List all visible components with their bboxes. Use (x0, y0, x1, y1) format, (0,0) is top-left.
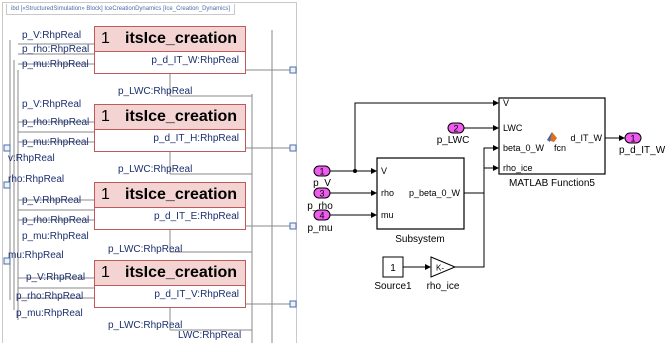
ibd-part-block[interactable]: 1 itsIce_creation p_d_IT_V:RhpReal (94, 260, 246, 308)
fn-port-label: rho_ice (503, 163, 533, 173)
ibd-boundary-port (289, 300, 297, 308)
part-name: itsIce_creation (125, 30, 238, 47)
outport-number: 1 (630, 134, 635, 144)
boundary-label: LWC:RhpReal (178, 330, 242, 341)
ibd-part-block[interactable]: 1 itsIce_creation p_d_IT_H:RhpReal (94, 104, 246, 152)
ibd-boundary-port (3, 257, 11, 265)
gain-block[interactable]: K- rho_ice (427, 256, 460, 292)
inport-number: 4 (319, 211, 324, 221)
part-input-label: p_mu:RhpReal (22, 59, 89, 70)
part-output-label: p_d_IT_H:RhpReal (153, 133, 239, 144)
part-output-label: p_d_IT_V:RhpReal (154, 289, 239, 300)
part-input-label: p_V:RhpReal (22, 195, 82, 206)
part-name: itsIce_creation (125, 264, 238, 281)
inport-name: p_rho (307, 201, 333, 212)
part-header: 1 itsIce_creation (95, 105, 245, 130)
subsystem-block[interactable]: V rho mu p_beta_0_W Subsystem (376, 157, 465, 245)
part-lwc-label: p_LWC:RhpReal (108, 244, 183, 255)
ibd-diagram: ibd [«StructuredSimulation» Block] IceCr… (0, 0, 300, 343)
ibd-connectors (3, 30, 297, 343)
simulink-canvas: 1 p_V 2 p_LWC 3 p_rho 4 p_mu V rho mu p_… (307, 97, 665, 292)
constant-name: Source1 (374, 281, 412, 292)
boundary-label: mu:RhpReal (8, 250, 64, 261)
inport-number: 1 (319, 167, 324, 177)
part-input-label: p_mu:RhpReal (22, 137, 89, 148)
inport-name: p_mu (307, 223, 332, 234)
part-output-label: p_d_IT_E:RhpReal (153, 211, 239, 222)
part-header: 1 itsIce_creation (95, 183, 245, 208)
part-input-label: p_mu:RhpReal (16, 308, 83, 319)
matlab-function-block[interactable]: V LWC beta_0_W rho_ice d_IT_W fcn MATLAB… (498, 97, 606, 189)
ibd-boundary-port (289, 66, 297, 74)
part-input-label: p_V:RhpReal (22, 99, 82, 110)
part-lwc-label: p_LWC:RhpReal (118, 86, 193, 97)
part-multiplicity: 1 (101, 186, 110, 203)
ibd-part-block[interactable]: 1 itsIce_creation p_d_IT_E:RhpReal (94, 182, 246, 230)
part-output-label: p_d_IT_W:RhpReal (151, 55, 239, 66)
inport-name: p_V (313, 178, 331, 189)
part-input-label: p_mu:RhpReal (22, 231, 89, 242)
gain-value: K- (436, 264, 444, 273)
fn-port-label: LWC (503, 123, 523, 133)
boundary-label: v:RhpReal (8, 153, 55, 164)
inport-name: p_LWC (437, 135, 470, 146)
fn-port-label: V (503, 98, 509, 108)
part-multiplicity: 1 (101, 30, 110, 47)
fn-port-label: beta_0_W (503, 143, 545, 153)
matlab-logo-icon (547, 132, 557, 142)
subsystem-port-label: V (381, 166, 387, 176)
part-multiplicity: 1 (101, 264, 110, 281)
constant-value: 1 (390, 263, 396, 274)
part-input-label: p_V:RhpReal (22, 30, 82, 41)
ibd-boundary-port (3, 181, 11, 189)
part-multiplicity: 1 (101, 108, 110, 125)
part-lwc-label: p_LWC:RhpReal (118, 164, 193, 175)
part-input-label: p_V:RhpReal (26, 272, 86, 283)
part-input-label: p_rho:RhpReal (22, 215, 90, 226)
fn-icon-label: fcn (554, 143, 566, 153)
part-header: 1 itsIce_creation (95, 261, 245, 286)
part-lwc-label: p_LWC:RhpReal (108, 320, 183, 331)
inport-4[interactable]: 4 p_mu (307, 209, 333, 234)
part-input-label: p_rho:RhpReal (22, 44, 90, 55)
outport-1[interactable]: 1 p_d_IT_W (619, 132, 665, 156)
inport-number: 3 (319, 189, 324, 199)
part-name: itsIce_creation (125, 108, 238, 125)
part-input-label: p_rho:RhpReal (16, 291, 84, 302)
constant-block[interactable]: 1 Source1 (374, 256, 412, 292)
ibd-boundary-port (289, 222, 297, 230)
simulink-model: 1 p_V 2 p_LWC 3 p_rho 4 p_mu V rho mu p_… (300, 0, 665, 343)
gain-name: rho_ice (427, 281, 460, 292)
ibd-boundary-port (3, 144, 11, 152)
subsystem-port-label: mu (381, 210, 394, 220)
part-name: itsIce_creation (125, 186, 238, 203)
part-input-label: p_rho:RhpReal (22, 117, 90, 128)
boundary-label: rho:RhpReal (8, 174, 65, 185)
subsystem-port-label: p_beta_0_W (409, 188, 461, 198)
ibd-part-block[interactable]: 1 itsIce_creation p_d_IT_W:RhpReal (94, 26, 246, 74)
matlab-function-name: MATLAB Function5 (509, 178, 595, 189)
outport-name: p_d_IT_W (619, 145, 665, 156)
fn-port-label: d_IT_W (570, 133, 602, 143)
inport-number: 2 (453, 124, 458, 134)
subsystem-name: Subsystem (395, 234, 444, 245)
inport-1[interactable]: 1 p_V (313, 165, 331, 189)
ibd-boundary-port (289, 144, 297, 152)
inport-3[interactable]: 3 p_rho (307, 187, 333, 212)
part-header: 1 itsIce_creation (95, 27, 245, 52)
inport-2[interactable]: 2 p_LWC (437, 122, 470, 146)
ibd-frame-title: ibd [«StructuredSimulation» Block] IceCr… (6, 4, 236, 15)
subsystem-port-label: rho (381, 188, 394, 198)
